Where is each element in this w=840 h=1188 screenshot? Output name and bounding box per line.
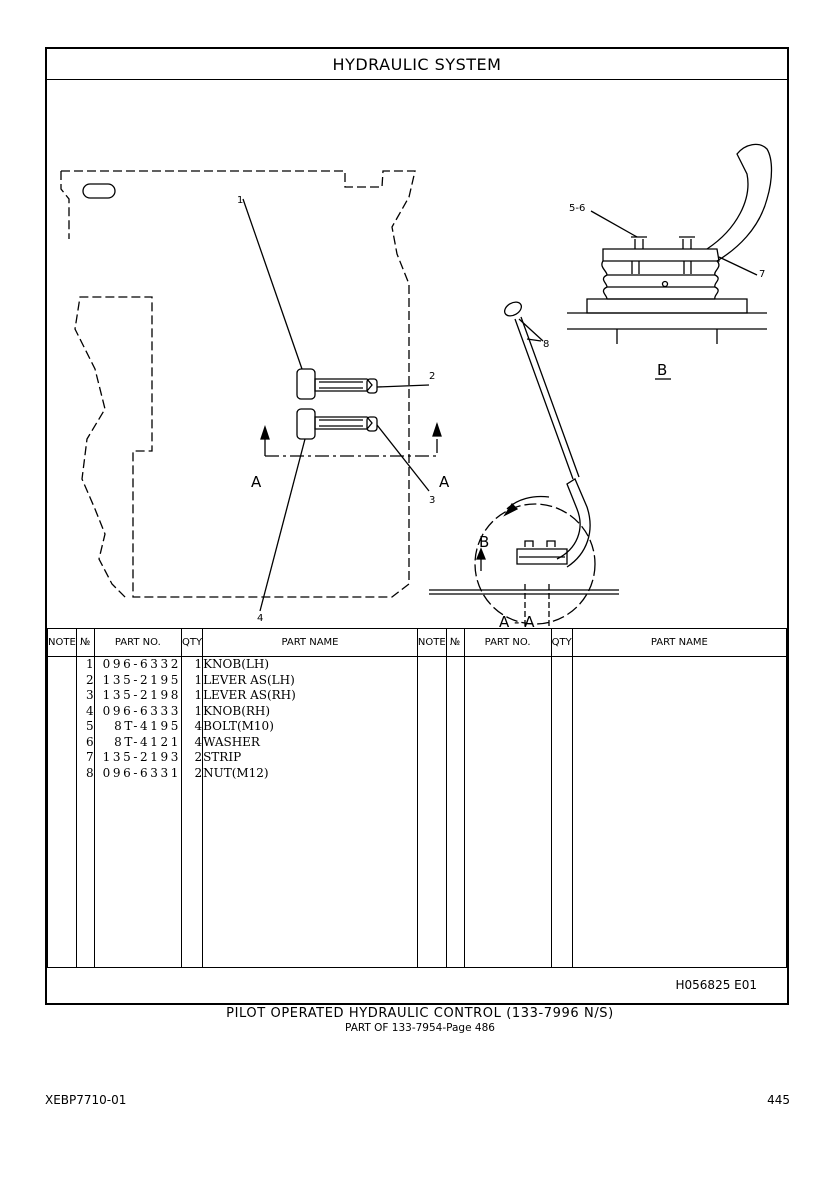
parts-list: NOTE № PART NO. QTY PART NAME NOTE № PAR… bbox=[47, 628, 788, 969]
row-part-name: BOLT(M10) bbox=[203, 719, 274, 733]
col-part-no: PART NO. bbox=[93, 629, 182, 657]
col-no-2: № bbox=[445, 629, 465, 657]
row-part-no: 135-2193 bbox=[102, 750, 181, 764]
drawing-svg: 1 2 3 4 5-6 7 8 A A B B A - A bbox=[60, 143, 773, 627]
row-part-name: KNOB(RH) bbox=[203, 703, 271, 718]
row-no: 1 bbox=[86, 657, 94, 671]
parts-table: NOTE № PART NO. QTY PART NAME NOTE № PAR… bbox=[47, 629, 788, 967]
page-title: HYDRAULIC SYSTEM bbox=[47, 49, 787, 80]
lever-handle-b bbox=[706, 143, 773, 262]
row-no: 6 bbox=[86, 734, 94, 749]
figure-subcaption: PART OF 133-7954-Page 486 bbox=[345, 1022, 495, 1034]
section-label-right: A bbox=[439, 473, 450, 491]
callout-7: 7 bbox=[759, 269, 765, 280]
view-b-label: B bbox=[657, 361, 667, 379]
col-note: NOTE bbox=[47, 629, 77, 657]
part-name-cells: KNOB(LH) LEVER AS(LH) LEVER AS(RH) KNOB(… bbox=[202, 656, 418, 967]
row-qty: 4 bbox=[194, 734, 203, 749]
row-part-name: KNOB(LH) bbox=[203, 657, 269, 671]
row-part-name: LEVER AS(RH) bbox=[203, 688, 296, 702]
row-part-name: STRIP bbox=[203, 750, 242, 764]
document-id: XEBP7710-01 bbox=[45, 1093, 127, 1107]
row-part-no: 135-2198 bbox=[102, 688, 181, 702]
col-no: № bbox=[75, 629, 95, 657]
knob-lh bbox=[296, 368, 316, 400]
callout-3: 3 bbox=[429, 495, 435, 506]
col-qty-2: QTY bbox=[550, 629, 573, 657]
row-part-no: 8T-4195 bbox=[114, 719, 181, 733]
row-qty: 1 bbox=[194, 703, 203, 718]
row-part-name: LEVER AS(LH) bbox=[203, 672, 295, 687]
section-label-left: A bbox=[251, 473, 262, 491]
row-part-no: 8T-4121 bbox=[114, 734, 181, 749]
row-part-name: NUT(M12) bbox=[203, 765, 269, 780]
row-qty: 2 bbox=[194, 765, 203, 780]
qty-cells: 1 1 1 1 4 4 2 2 bbox=[180, 656, 204, 967]
drawing-number-row: H056825 E01 bbox=[47, 967, 787, 1004]
drawing-number: H056825 E01 bbox=[675, 978, 758, 992]
callout-2: 2 bbox=[429, 371, 435, 382]
row-no: 2 bbox=[86, 672, 94, 687]
knob-rh bbox=[296, 408, 316, 440]
note-cells bbox=[47, 656, 77, 967]
row-part-no: 096-6332 bbox=[102, 657, 181, 671]
row-no: 3 bbox=[86, 688, 94, 702]
view-b-marker: B bbox=[479, 533, 489, 551]
section-aa-label: A - A bbox=[499, 613, 535, 627]
col-part-name-2: PART NAME bbox=[571, 629, 788, 657]
part-no-cells: 096-6332 135-2195 135-2198 096-6333 8T-4… bbox=[93, 656, 182, 967]
col-qty: QTY bbox=[180, 629, 204, 657]
view-b-base bbox=[567, 312, 767, 330]
col-part-name: PART NAME bbox=[202, 629, 418, 657]
callout-5-6: 5-6 bbox=[569, 203, 585, 214]
row-qty: 1 bbox=[194, 657, 203, 671]
cab-outline bbox=[61, 170, 416, 600]
row-no: 8 bbox=[86, 765, 94, 780]
row-no: 7 bbox=[86, 750, 94, 764]
row-part-no: 096-6331 bbox=[102, 765, 181, 780]
row-part-no: 096-6333 bbox=[102, 703, 181, 718]
col-note-2: NOTE bbox=[416, 629, 447, 657]
figure-frame: HYDRAULIC SYSTEM bbox=[45, 47, 789, 1005]
figure-caption: PILOT OPERATED HYDRAULIC CONTROL (133-79… bbox=[226, 1006, 614, 1021]
row-qty: 1 bbox=[194, 672, 203, 687]
row-qty: 4 bbox=[194, 719, 203, 733]
callout-1: 1 bbox=[237, 195, 243, 206]
lever-rod bbox=[514, 316, 580, 480]
no-cells: 1 2 3 4 5 6 7 8 bbox=[75, 656, 95, 967]
callout-8: 8 bbox=[543, 339, 549, 350]
callout-4: 4 bbox=[257, 613, 263, 624]
row-qty: 1 bbox=[194, 688, 203, 702]
row-qty: 2 bbox=[194, 750, 203, 764]
parts-drawing: 1 2 3 4 5-6 7 8 A A B B A - A bbox=[47, 79, 787, 627]
row-no: 5 bbox=[86, 719, 94, 733]
row-part-name: WASHER bbox=[203, 734, 260, 749]
row-part-no: 135-2195 bbox=[102, 672, 181, 687]
col-part-no-2: PART NO. bbox=[463, 629, 552, 657]
page-number: 445 bbox=[767, 1093, 790, 1107]
cab-window-slot bbox=[82, 183, 116, 199]
row-no: 4 bbox=[86, 703, 94, 718]
